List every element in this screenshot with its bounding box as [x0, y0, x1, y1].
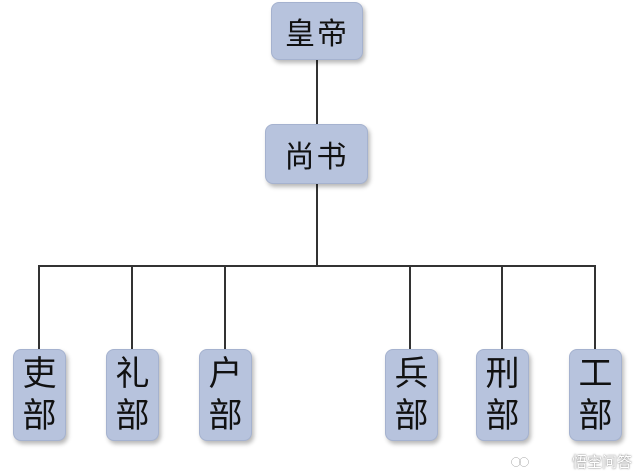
node-emperor: 皇帝 [271, 2, 363, 60]
connector-dept-5 [501, 266, 503, 349]
node-minister-label: 尚书 [284, 140, 349, 175]
dept-6-char1: 工 [578, 354, 613, 394]
dept-3-char2: 部 [208, 396, 243, 436]
dept-2-char2: 部 [115, 396, 150, 436]
dept-6-char2: 部 [578, 396, 613, 436]
wukong-logo-icon [510, 456, 530, 468]
connector-dept-1 [38, 266, 40, 349]
connector-dept-4 [409, 266, 411, 349]
connector-dept-3 [224, 266, 226, 349]
connector-minister-bus [316, 184, 318, 266]
dept-1-char2: 部 [22, 396, 57, 436]
dept-1-char1: 吏 [22, 354, 57, 394]
connector-dept-6 [594, 266, 596, 349]
dept-4-char1: 兵 [394, 354, 429, 394]
horizontal-bus [38, 265, 596, 267]
watermark-text: 悟空问答 [571, 453, 632, 471]
connector-dept-2 [131, 266, 133, 349]
dept-3-char1: 户 [208, 354, 243, 394]
node-dept-4: 兵 部 [385, 349, 438, 441]
dept-2-char1: 礼 [115, 354, 150, 394]
node-dept-6: 工 部 [569, 349, 622, 441]
node-emperor-label: 皇帝 [285, 17, 349, 52]
node-dept-1: 吏 部 [13, 349, 66, 441]
node-minister: 尚书 [265, 124, 368, 184]
node-dept-3: 户 部 [199, 349, 252, 441]
dept-5-char2: 部 [485, 396, 520, 436]
node-dept-5: 刑 部 [476, 349, 529, 441]
dept-4-char2: 部 [394, 396, 429, 436]
node-dept-2: 礼 部 [106, 349, 159, 441]
connector-root-minister [316, 60, 318, 124]
dept-5-char1: 刑 [485, 354, 520, 394]
